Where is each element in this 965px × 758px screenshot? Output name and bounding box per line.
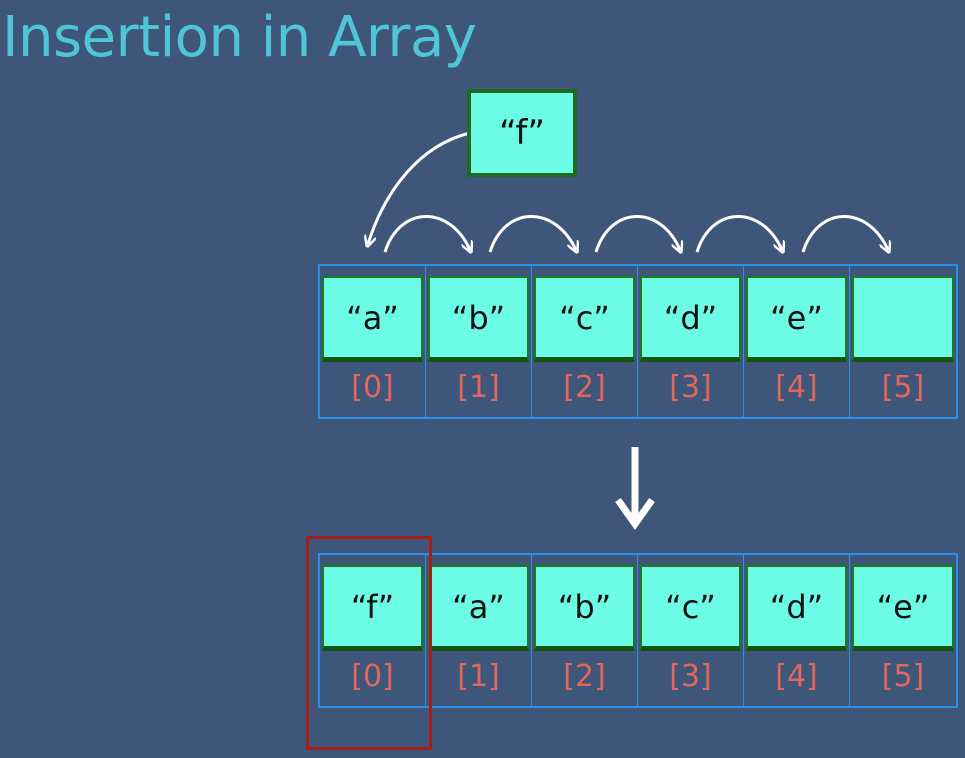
array-cell: “e” (852, 565, 954, 651)
shift-arrow-2 (594, 215, 680, 252)
array-slot: “b” [1] (426, 266, 532, 417)
array-slot: [5] (850, 266, 956, 417)
array-index: [0] (351, 370, 394, 405)
array-cell: “c” (534, 276, 635, 362)
array-cell: “c” (640, 565, 741, 651)
array-index: [1] (457, 659, 500, 694)
array-index: [4] (775, 659, 818, 694)
array-cell: “b” (428, 276, 529, 362)
page-title: Insertion in Array (2, 5, 477, 70)
array-cell: “d” (746, 565, 847, 651)
array-index: [2] (563, 370, 606, 405)
array-slot: “d” [4] (744, 555, 850, 706)
array-cell: “d” (640, 276, 741, 362)
shift-arrow-4 (801, 215, 888, 252)
array-slot: “b” [2] (532, 555, 638, 706)
array-index: [3] (669, 370, 712, 405)
array-index: [5] (881, 370, 925, 405)
array-slot: “a” [1] (426, 555, 532, 706)
array-before: “a” [0] “b” [1] “c” [2] “d” [3] “e” [4] [5] (318, 264, 958, 419)
array-index: [4] (775, 370, 818, 405)
array-cell: “b” (534, 565, 635, 651)
array-index: [1] (457, 370, 500, 405)
insert-arrow (368, 131, 471, 244)
array-cell: “a” (428, 565, 529, 651)
shift-arrow-1 (488, 215, 576, 252)
array-slot: “c” [3] (638, 555, 744, 706)
array-slot: “a” [0] (320, 266, 426, 417)
new-element-box: “f” (467, 89, 577, 177)
shift-arrow-0 (383, 215, 470, 252)
array-slot: “e” [4] (744, 266, 850, 417)
array-index: [3] (669, 659, 712, 694)
array-index: [0] (351, 659, 394, 694)
array-slot: “e” [5] (850, 555, 956, 706)
array-slot: “f” [0] (320, 555, 426, 706)
array-cell: “e” (746, 276, 847, 362)
shift-arrow-3 (695, 215, 782, 252)
array-cell: “a” (322, 276, 423, 362)
array-cell-empty (852, 276, 954, 362)
array-slot: “c” [2] (532, 266, 638, 417)
array-index: [5] (881, 659, 925, 694)
array-after: “f” [0] “a” [1] “b” [2] “c” [3] “d” [4] “e” [5… (318, 553, 958, 708)
array-cell: “f” (322, 565, 423, 651)
array-slot: “d” [3] (638, 266, 744, 417)
array-index: [2] (563, 659, 606, 694)
inserted-slot-highlight (306, 536, 432, 750)
